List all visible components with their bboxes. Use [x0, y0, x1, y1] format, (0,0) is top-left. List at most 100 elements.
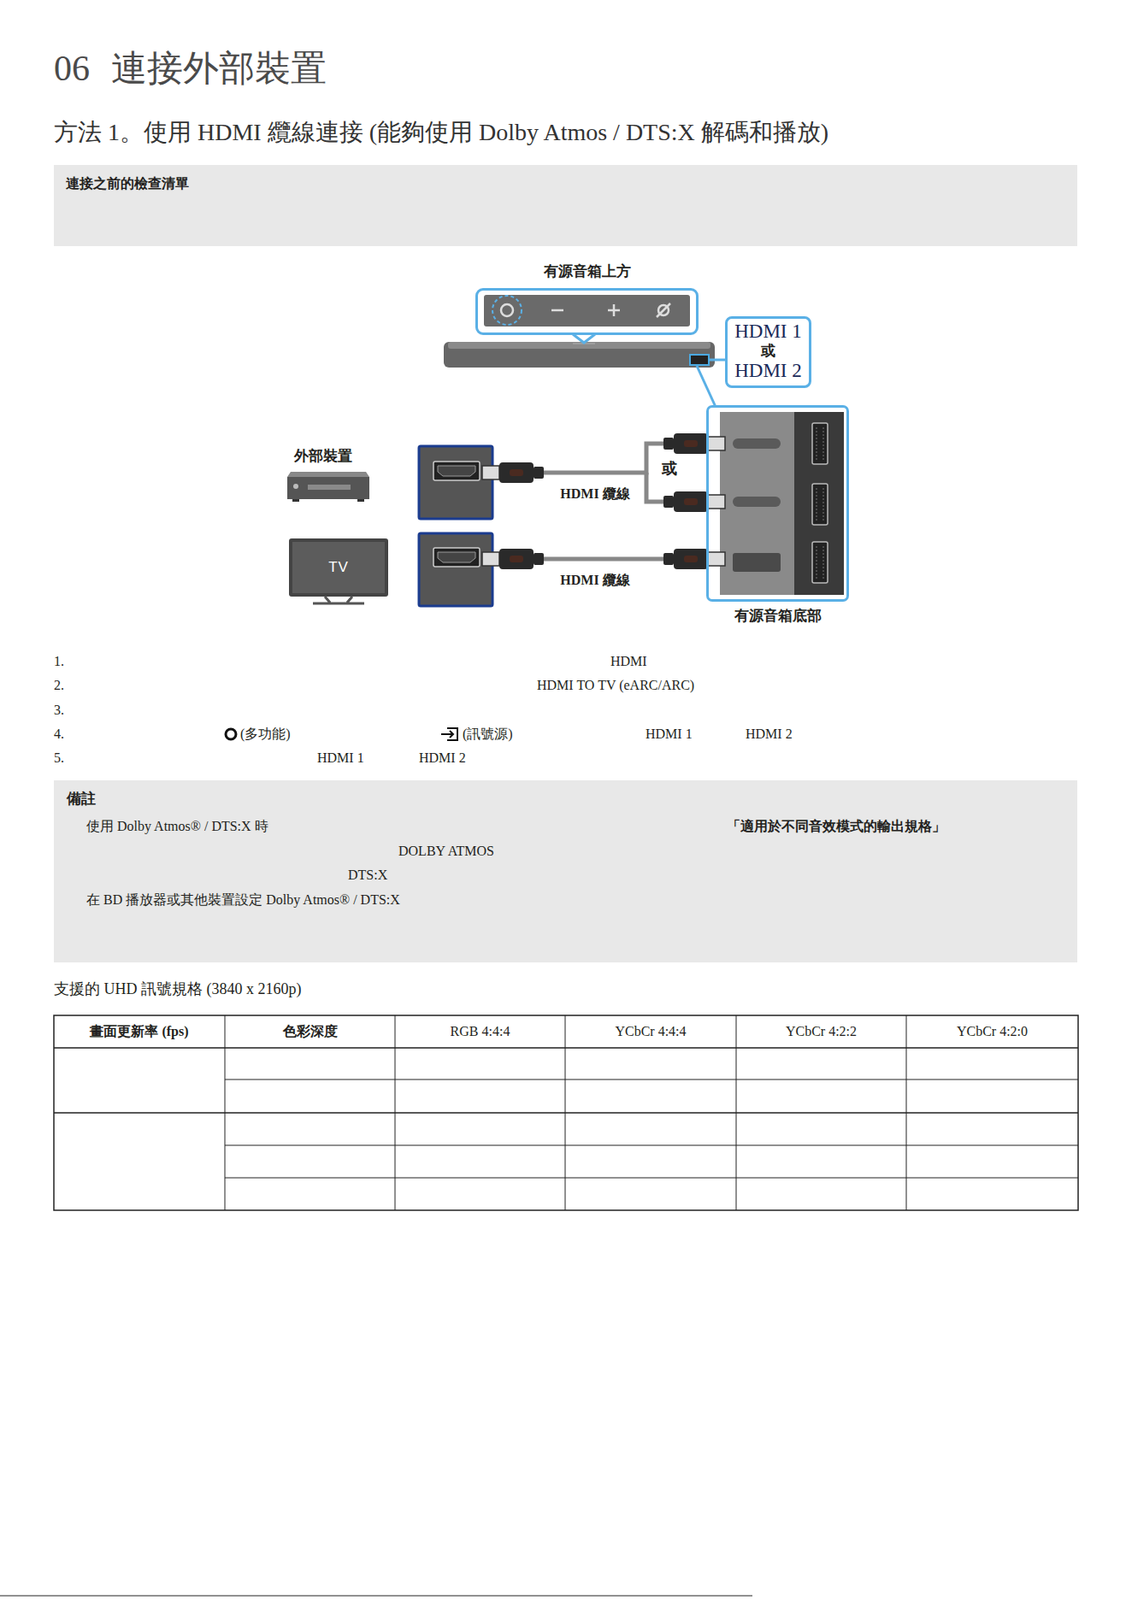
node-text: DOLBY ATMOS [398, 843, 495, 860]
bottom-panel-callout: 有源音箱底部 [706, 405, 849, 602]
table-header: YCbCr 4:4:4 [614, 1023, 686, 1040]
node-heading: TV [328, 559, 349, 577]
soundbar-bottom [812, 542, 828, 584]
soundbar-bottom [719, 412, 795, 596]
soundbar [443, 341, 715, 368]
leader-line [572, 334, 596, 343]
footer-rule [0, 1596, 753, 1598]
node-text: 使用 Dolby Atmos® / DTS:X 時 [86, 818, 269, 835]
soundbar-bottom [732, 496, 781, 508]
button-name: (訊號源) [462, 725, 513, 743]
spec-table [53, 1015, 1079, 1211]
hdmi-plug [663, 433, 726, 454]
node-heading: 有源音箱上方 [543, 263, 631, 281]
hdmi-port-inset [433, 548, 480, 567]
soundbar-bottom [812, 423, 828, 465]
button-name: (多功能) [240, 725, 291, 743]
table-header: 畫面更新率 (fps) [89, 1023, 189, 1040]
external-device-icon [293, 483, 299, 490]
cable-label: HDMI 纜線 [558, 485, 631, 502]
soundbar-bottom [732, 553, 781, 572]
step-icon [225, 729, 236, 740]
node-text: 「適用於不同音效模式的輸出規格」 [726, 818, 946, 835]
node-text: DTS:X [347, 866, 388, 884]
hdmi-port-inset [418, 446, 493, 519]
soundbar [689, 354, 709, 366]
external-device-icon [292, 499, 300, 502]
step-number: 1. [53, 653, 65, 670]
hdmi-port-inset [418, 533, 493, 607]
control-panel [551, 309, 564, 313]
hdmi-port-inset [433, 461, 480, 481]
node-heading: 外部裝置 [294, 448, 353, 466]
soundbar [448, 341, 711, 349]
port-name: HDMI 2 [745, 725, 793, 743]
node-heading: 有源音箱底部 [734, 607, 822, 625]
step-number: 2. [53, 677, 65, 694]
node-heading: 連接之前的檢查清單 [65, 175, 189, 192]
tv-icon [288, 538, 389, 597]
hdmi-port-inset [437, 465, 476, 477]
table-header: YCbCr 4:2:0 [956, 1023, 1028, 1040]
external-device-icon [287, 471, 370, 478]
leader-line [696, 365, 716, 407]
hdmi-port-inset [437, 552, 476, 563]
or-label: 或 [661, 459, 678, 479]
tv: TV [288, 533, 493, 607]
hdmi-plug [482, 462, 544, 484]
cable-label: HDMI 纜線 [558, 571, 631, 589]
node-heading: 備註 [66, 790, 96, 808]
port-name: HDMI 1 [317, 749, 365, 767]
soundbar [443, 341, 715, 368]
external-device: 外部裝置 [285, 446, 493, 519]
hdmi-plug [482, 548, 544, 570]
section-heading: 方法 1。使用 HDMI 纜線連接 (能夠使用 Dolby Atmos / DT… [53, 117, 829, 148]
page-title: 06 連接外部裝置 [53, 47, 327, 90]
external-device-icon [287, 471, 370, 502]
leader-line [572, 334, 726, 407]
footer-rule [0, 1596, 753, 1598]
hdmi-plug [663, 548, 726, 570]
table-header: YCbCr 4:2:2 [785, 1023, 857, 1040]
control-panel [656, 303, 671, 318]
checklist-box: 連接之前的檢查清單 [53, 165, 1078, 247]
table-header: 色彩深度 [283, 1023, 338, 1040]
spec-table [224, 1079, 1079, 1179]
spec-table [53, 1048, 1079, 1114]
spec-table [53, 1015, 1079, 1211]
tv-icon [288, 538, 389, 604]
control-panel [483, 294, 690, 327]
hdmi-port-inset [418, 446, 493, 607]
external-device-icon [287, 477, 370, 500]
hdmi-plug [482, 433, 726, 570]
tv-icon [292, 542, 385, 594]
external-device-icon [307, 484, 351, 490]
soundbar-bottom [794, 412, 844, 596]
port-name: HDMI 2 [418, 749, 466, 767]
external-device-icon [357, 499, 365, 502]
soundbar-bottom [719, 412, 844, 596]
control-panel [492, 295, 522, 325]
tv-icon [312, 596, 365, 604]
soundbar-bottom [732, 438, 781, 449]
port-callout: HDMI 1或HDMI 2 [725, 316, 812, 389]
hdmi-plug [663, 491, 726, 513]
leader-line [708, 359, 726, 362]
control-panel [501, 304, 513, 317]
port-name: HDMI [610, 653, 648, 670]
table-header: RGB 4:4:4 [450, 1023, 511, 1040]
step-number: 5. [53, 749, 65, 767]
node-text: 在 BD 播放器或其他裝置設定 Dolby Atmos® / DTS:X [86, 891, 401, 908]
control-panel [613, 304, 616, 317]
node-text: HDMI 2 [734, 359, 802, 384]
node-heading: HDMI 1 [734, 319, 802, 344]
port-name: HDMI TO TV (eARC/ARC) [536, 677, 695, 694]
table-title: 支援的 UHD 訊號規格 (3840 x 2160p) [53, 980, 302, 1000]
control-panel [483, 294, 690, 327]
step-icon [441, 731, 454, 738]
panel-callout: 有源音箱上方 [475, 288, 699, 336]
soundbar-bottom [812, 483, 828, 525]
step-number: 3. [53, 701, 65, 719]
